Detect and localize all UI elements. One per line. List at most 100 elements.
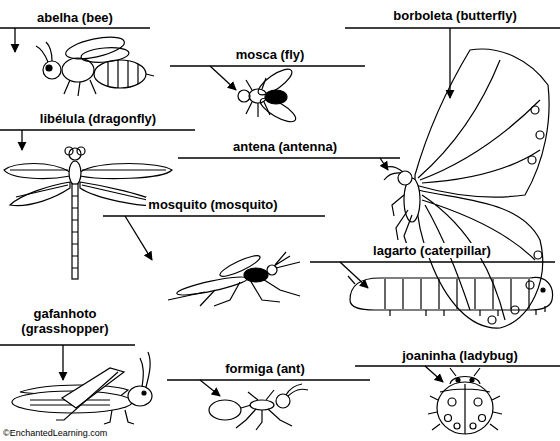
bee-drawing-part	[108, 60, 138, 88]
dragonfly-drawing-part	[4, 164, 70, 179]
leader-lines-part	[355, 365, 560, 366]
ladybug-drawing-part	[445, 415, 452, 422]
grasshopper-drawing-part	[140, 352, 150, 387]
leader-lines-part	[14, 28, 15, 52]
bee-drawing-part	[43, 61, 61, 79]
dragonfly-drawing-part	[65, 147, 73, 155]
part-label: formiga (ant)	[223, 361, 306, 376]
ant-drawing-part	[286, 384, 308, 396]
caterpillar-drawing-part	[390, 306, 545, 316]
grasshopper-drawing	[12, 352, 152, 424]
dragonfly-drawing-part	[80, 164, 172, 179]
butterfly-drawing-part	[531, 106, 539, 114]
mosquito-drawing-part	[168, 276, 300, 306]
butterfly-drawing-part	[417, 190, 542, 328]
mosquito-drawing-part	[176, 274, 249, 299]
part-label: joaninha (ladybug)	[400, 348, 520, 363]
part-label: gafanhoto (grasshopper)	[3, 306, 127, 336]
leader-lines-part	[340, 262, 368, 288]
ladybug-drawing-part	[470, 378, 474, 382]
part-label: lagarto (caterpillar)	[371, 243, 493, 258]
butterfly-drawing-part	[392, 195, 412, 248]
bee-drawing-part	[36, 42, 52, 62]
leader-lines-part	[103, 215, 325, 216]
ant-drawing-part	[250, 400, 274, 410]
grasshopper-drawing-part	[142, 391, 146, 395]
dragonfly-drawing	[4, 147, 172, 279]
ladybug-drawing-part	[450, 368, 480, 376]
caterpillar-drawing-part	[350, 277, 553, 310]
ladybug-drawing-part	[440, 384, 490, 434]
leader-lines-part	[200, 380, 220, 396]
fly-drawing-part	[238, 90, 250, 102]
leader-lines-part	[167, 379, 370, 380]
ladybug-drawing-part	[448, 398, 456, 406]
bee-drawing-part	[146, 74, 154, 76]
butterfly-drawing-part	[415, 49, 549, 197]
leader-lines-part	[380, 158, 388, 170]
ladybug-drawing-part	[479, 415, 486, 422]
bee-drawing	[36, 33, 154, 96]
leader-lines-part	[210, 66, 236, 90]
ladybug-drawing-part	[470, 423, 476, 429]
leader-lines-part	[0, 129, 195, 130]
dragonfly-drawing-part	[72, 184, 78, 279]
mosquito-drawing-part	[244, 268, 268, 282]
ant-drawing-part	[209, 400, 241, 420]
leader-lines-part	[170, 65, 365, 66]
butterfly-drawing	[384, 49, 549, 328]
leader-lines-part	[21, 130, 22, 150]
fly-drawing	[238, 65, 299, 126]
mosquito-drawing	[168, 252, 300, 306]
caterpillar-drawing-part	[541, 288, 545, 292]
leader-lines-part	[0, 27, 150, 28]
leader-lines-part	[310, 261, 555, 262]
bee-drawing-part	[46, 65, 52, 71]
leader-lines-part	[0, 344, 135, 345]
leader-lines-part	[62, 345, 63, 380]
butterfly-drawing-part	[534, 251, 542, 259]
butterfly-drawing-part	[384, 167, 403, 180]
dragonfly-drawing-part	[10, 170, 166, 202]
bee-drawing-part	[64, 80, 96, 96]
part-label: abelha (bee)	[35, 10, 115, 25]
ant-drawing-part	[276, 394, 290, 408]
butterfly-drawing-part	[526, 281, 534, 289]
fly-drawing-part	[249, 89, 267, 103]
ant-drawing-part	[236, 390, 292, 430]
copyright-note: ©EnchantedLearning.com	[3, 428, 107, 439]
caterpillar-drawing	[348, 276, 553, 316]
part-label: libélula (dragonfly)	[38, 111, 158, 126]
butterfly-drawing-part	[488, 316, 496, 324]
mosquito-drawing-part	[267, 265, 277, 275]
fly-drawing-part	[246, 78, 270, 117]
caterpillar-drawing-part	[348, 276, 355, 284]
butterfly-drawing-part	[528, 156, 536, 164]
mosquito-drawing-part	[274, 252, 300, 268]
butterfly-drawing-part	[418, 60, 540, 183]
grasshopper-drawing-part	[104, 410, 134, 424]
leader-lines-part	[178, 157, 400, 158]
dragonfly-drawing-part	[72, 196, 78, 268]
leader-lines-part	[425, 366, 443, 382]
leader-lines-part	[125, 216, 152, 260]
bee-drawing-part	[80, 46, 129, 64]
ant-drawing	[209, 384, 308, 430]
bee-drawing-part	[62, 58, 94, 82]
dragonfly-drawing-part	[10, 182, 70, 206]
ladybug-drawing-part	[474, 398, 482, 406]
grasshopper-drawing-part	[56, 372, 118, 420]
part-label: mosca (fly)	[234, 47, 307, 62]
ladybug-drawing-part	[456, 378, 460, 382]
part-label: mosquito (mosquito)	[146, 197, 279, 212]
ladybug-drawing	[428, 368, 502, 434]
fly-drawing-part	[265, 90, 287, 104]
leader-lines-part	[345, 27, 560, 28]
bee-drawing-part	[94, 60, 146, 88]
butterfly-drawing-part	[536, 131, 544, 139]
caterpillar-drawing-part	[385, 279, 529, 309]
ladybug-drawing-part	[454, 423, 460, 429]
part-label: antena (antenna)	[231, 139, 339, 154]
part-label: borboleta (butterfly)	[391, 8, 519, 23]
